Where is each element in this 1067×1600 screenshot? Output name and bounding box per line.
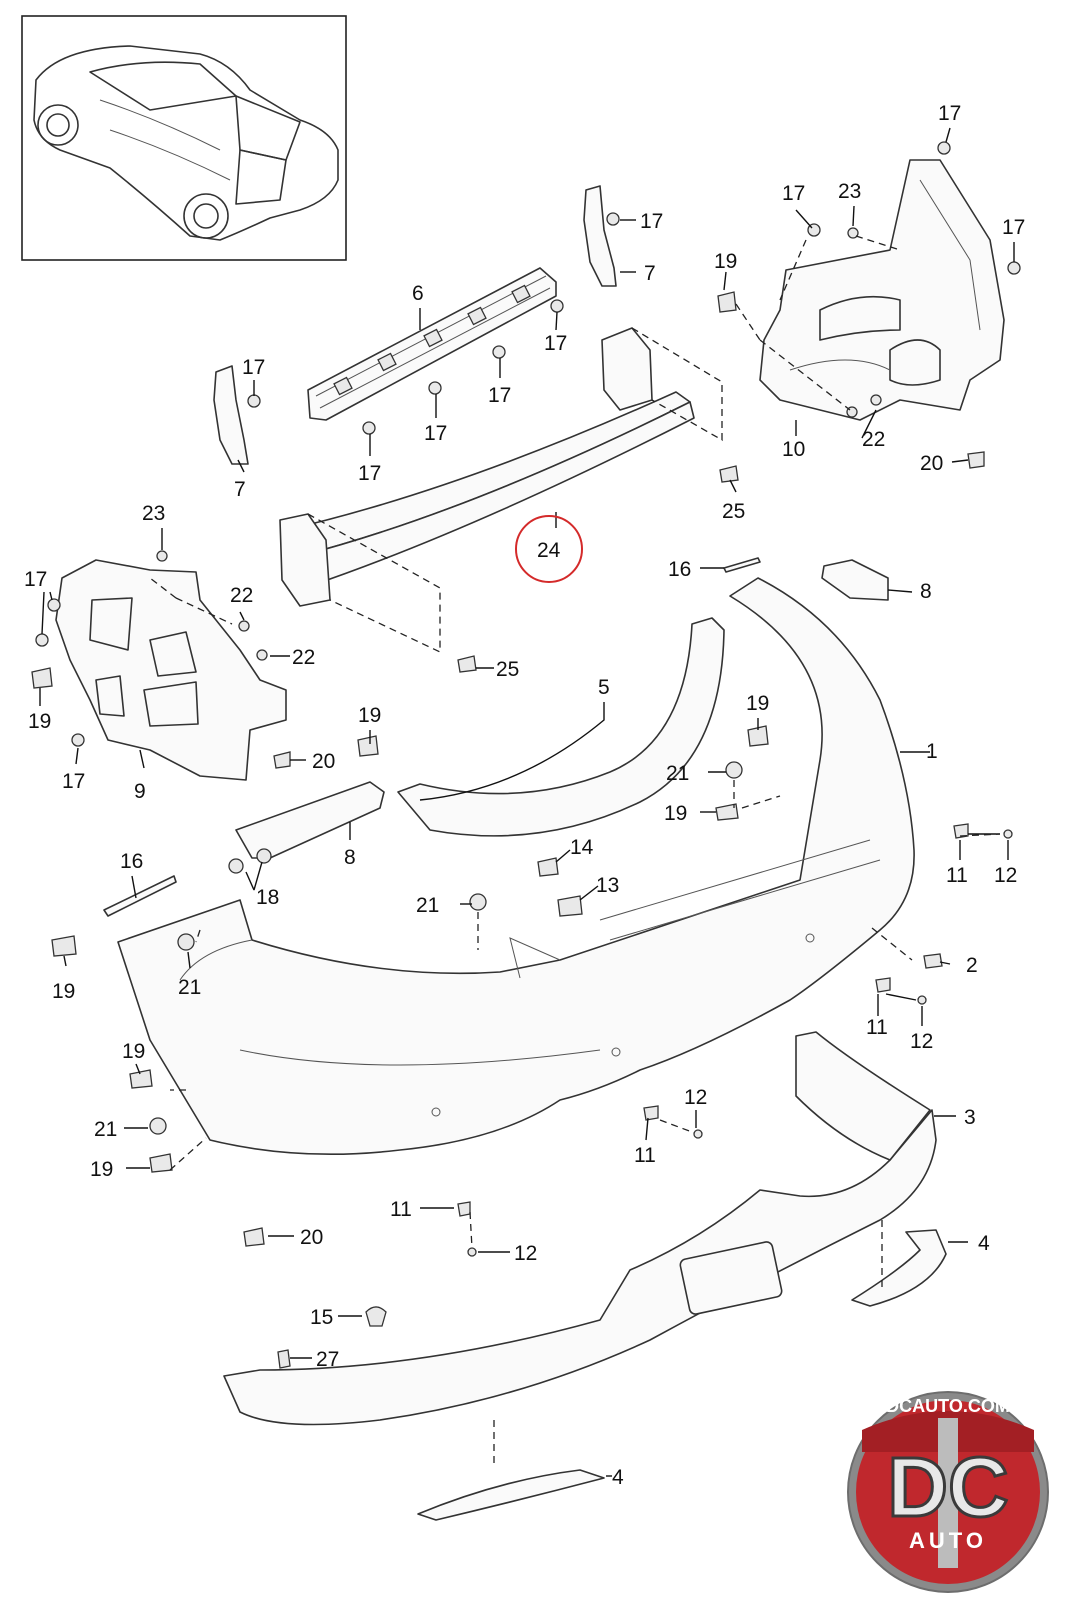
part-6-carrier <box>307 267 557 421</box>
callout-8: 8 <box>344 846 356 869</box>
logo-site-text: DCAUTO.COM <box>886 1396 1010 1416</box>
callout-17: 17 <box>242 356 265 379</box>
callout-9: 9 <box>134 780 146 803</box>
callout-11: 11 <box>390 1198 412 1221</box>
vehicle-inset <box>21 15 347 261</box>
callout-6: 6 <box>412 282 424 305</box>
part-4-trim-right <box>851 1229 947 1307</box>
logo-dc-letters: DC <box>887 1440 1008 1534</box>
callout-19: 19 <box>90 1158 113 1181</box>
callout-11: 11 <box>946 864 968 887</box>
logo-auto-word: AUTO <box>909 1528 987 1553</box>
callout-17: 17 <box>1002 216 1025 239</box>
callout-25: 25 <box>496 658 519 681</box>
callout-15: 15 <box>310 1306 333 1329</box>
part-3-diffuser <box>223 1031 937 1426</box>
fasteners <box>31 141 1021 1369</box>
callout-19: 19 <box>52 980 75 1003</box>
callout-22: 22 <box>862 428 885 451</box>
callout-17: 17 <box>62 770 85 793</box>
callout-22: 22 <box>230 584 253 607</box>
callout-14: 14 <box>570 836 594 859</box>
callout-12: 12 <box>910 1030 933 1053</box>
callout-20: 20 <box>300 1226 323 1249</box>
part-10-mount-bracket <box>759 159 1005 421</box>
dcauto-logo: DCAUTO.COM DC AUTO <box>847 1391 1049 1593</box>
callout-4: 4 <box>978 1232 990 1255</box>
callout-19: 19 <box>358 704 381 727</box>
callout-21: 21 <box>416 894 439 917</box>
callout-19: 19 <box>28 710 51 733</box>
callout-17: 17 <box>544 332 567 355</box>
callout-1: 1 <box>926 740 938 763</box>
callout-21: 21 <box>94 1118 117 1141</box>
callout-27: 27 <box>316 1348 339 1371</box>
callout-23: 23 <box>142 502 165 525</box>
part-24-impact-beam <box>279 327 723 654</box>
part-9-mount-bracket <box>55 559 287 781</box>
callout-7: 7 <box>234 478 246 501</box>
callout-19: 19 <box>746 692 769 715</box>
part-16-strip <box>103 557 761 917</box>
callout-12: 12 <box>514 1242 537 1265</box>
highlight-ring-24 <box>515 515 583 583</box>
part-4-trim-bottom <box>417 1469 605 1521</box>
callout-16: 16 <box>668 558 691 581</box>
part-8-guide-right <box>821 559 889 601</box>
callout-11: 11 <box>634 1144 656 1167</box>
callout-20: 20 <box>312 750 335 773</box>
callout-17: 17 <box>424 422 447 445</box>
callout-23: 23 <box>838 180 861 203</box>
callout-13: 13 <box>596 874 619 897</box>
callout-12: 12 <box>684 1086 707 1109</box>
callout-5: 5 <box>598 676 610 699</box>
callout-19: 19 <box>664 802 687 825</box>
callout-7: 7 <box>644 262 656 285</box>
part-7-bracket-left <box>213 365 249 465</box>
callout-17: 17 <box>640 210 663 233</box>
callout-19: 19 <box>122 1040 145 1063</box>
callout-12: 12 <box>994 864 1017 887</box>
callout-18: 18 <box>256 886 279 909</box>
callout-20: 20 <box>920 452 943 475</box>
part-1-bumper-cover <box>117 577 915 1156</box>
callout-25: 25 <box>722 500 745 523</box>
callout-3: 3 <box>964 1106 976 1129</box>
callout-21: 21 <box>666 762 689 785</box>
callout-labels: 17 17 7 17 23 17 19 6 17 17 17 17 17 7 1… <box>24 102 1025 1489</box>
callout-4: 4 <box>612 1466 624 1489</box>
part-7-bracket-right <box>583 185 617 287</box>
callout-10: 10 <box>782 438 805 461</box>
leader-lines <box>39 127 1015 1477</box>
callout-8: 8 <box>920 580 932 603</box>
callout-22: 22 <box>292 646 315 669</box>
callout-17: 17 <box>938 102 961 125</box>
callout-17: 17 <box>358 462 381 485</box>
callout-21: 21 <box>178 976 201 999</box>
callout-19: 19 <box>714 250 737 273</box>
callout-17: 17 <box>488 384 511 407</box>
callout-17: 17 <box>24 568 47 591</box>
part-8-guide-left <box>235 781 385 859</box>
callout-11: 11 <box>866 1016 888 1039</box>
callout-2: 2 <box>966 954 978 977</box>
part-5-trim-strip <box>397 617 725 837</box>
callout-16: 16 <box>120 850 143 873</box>
callout-24: 24 <box>537 539 561 562</box>
callout-17: 17 <box>782 182 805 205</box>
